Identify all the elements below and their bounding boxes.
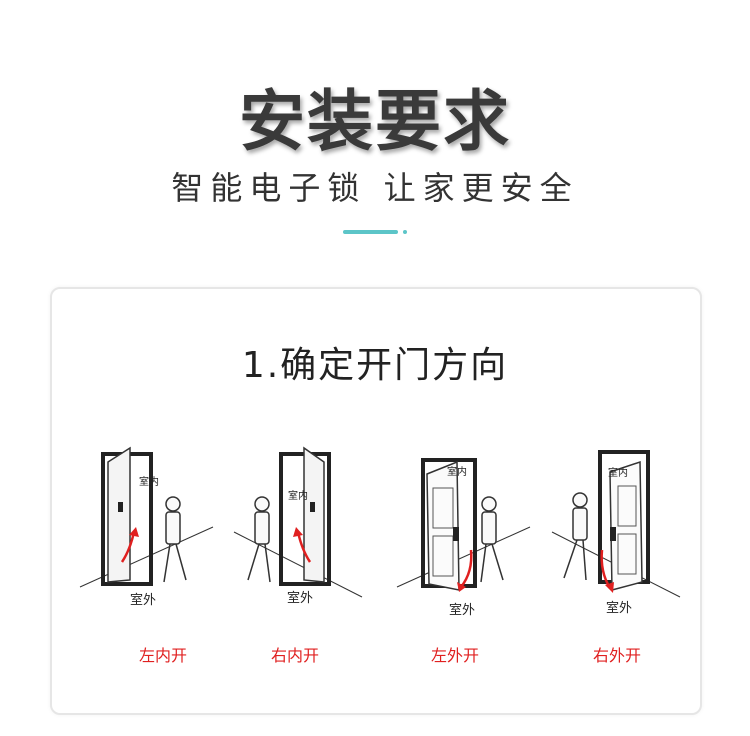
label-inside: 室内 — [139, 475, 159, 488]
caption-left-outward: 左外开 — [430, 646, 479, 665]
person-icon — [563, 492, 588, 581]
door-leaf — [426, 460, 460, 591]
door-diagram-left-inward: 室内 室外 — [78, 432, 248, 622]
label-inside: 室内 — [447, 465, 467, 478]
door-leaf — [107, 446, 131, 583]
door-leaf — [303, 446, 325, 583]
requirements-card — [50, 287, 702, 715]
door-diagram-right-outward: 室内 室外 — [550, 432, 720, 622]
label-outside: 室外 — [449, 602, 475, 618]
label-inside: 室内 — [608, 466, 628, 479]
accent-dot — [403, 230, 407, 234]
caption-right-outward: 右外开 — [592, 646, 641, 665]
section-title: 1.确定开门方向 — [241, 345, 509, 386]
page-title: 安装要求 — [239, 83, 511, 160]
page-subtitle: 智能电子锁 让家更安全 — [171, 169, 579, 207]
arrow-icon — [460, 549, 473, 588]
label-inside: 室内 — [288, 489, 308, 502]
floor-line — [79, 526, 214, 588]
floor-line — [396, 526, 531, 588]
person-icon — [480, 496, 504, 583]
door-diagram-left-outward: 室内 室外 — [395, 432, 565, 622]
caption-left-inward: 左内开 — [138, 646, 187, 665]
door-handle-icon — [610, 527, 616, 541]
door-handle-icon — [310, 502, 315, 512]
person-icon — [247, 496, 271, 583]
label-outside: 室外 — [130, 592, 156, 608]
door-handle-icon — [453, 527, 459, 541]
label-outside: 室外 — [606, 600, 632, 616]
caption-right-inward: 右内开 — [270, 646, 319, 665]
door-handle-icon — [118, 502, 123, 512]
label-outside: 室外 — [287, 590, 313, 606]
door-diagram-right-inward: 室内 室外 — [232, 432, 402, 622]
person-icon — [163, 496, 187, 583]
accent-bar — [343, 230, 398, 234]
